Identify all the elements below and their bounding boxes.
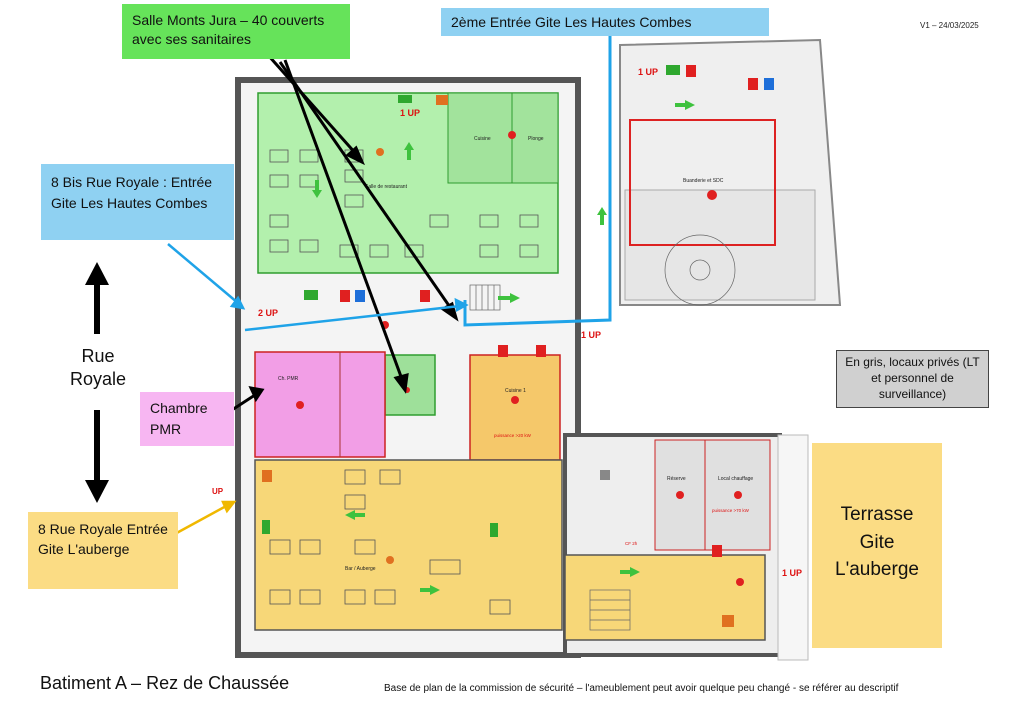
- room-salle-restaurant: Salle de restaurant: [365, 184, 408, 190]
- callout-entree-8bis: 8 Bis Rue Royale : Entrée Gite Les Haute…: [41, 164, 234, 240]
- version-label: V1 – 24/03/2025: [920, 21, 979, 30]
- zone-buanderie: [564, 554, 766, 641]
- up-label-mid-right: 1 UP: [581, 330, 601, 340]
- cf-label: CF 2h: [625, 541, 638, 546]
- room-ch-pmr: Ch. PMR: [278, 376, 299, 382]
- yellow-arrow: [172, 500, 237, 537]
- room-plonge: Plonge: [528, 136, 544, 142]
- callout-salle-monts-jura-text: Salle Monts Jura – 40 couverts avec ses …: [132, 12, 325, 47]
- label-rue-royale-text: Rue Royale: [69, 346, 127, 390]
- room-cuisine-top: Cuisine: [474, 136, 491, 142]
- up-label-main: 1 UP: [400, 108, 420, 118]
- safety-icons: [262, 65, 774, 627]
- zone-sanitaires: [384, 354, 436, 416]
- callout-salle-monts-jura: Salle Monts Jura – 40 couverts avec ses …: [122, 4, 350, 59]
- footer-note: Base de plan de la commission de sécurit…: [384, 683, 899, 694]
- up-label-2: 2 UP: [258, 308, 278, 318]
- up-label-top-right: 1 UP: [638, 67, 658, 77]
- room-puissance-1: puissance >20 kW: [494, 433, 532, 438]
- red-dots: [296, 131, 744, 586]
- callout-chambre-pmr: Chambre PMR: [140, 392, 234, 446]
- zone-chambre-pmr: [254, 351, 386, 458]
- up-label-left: UP: [212, 487, 224, 496]
- callout-terrasse: Terrasse Gite L'auberge: [812, 443, 942, 648]
- street-strip: [777, 434, 809, 661]
- zone-cuisine-1: [469, 354, 561, 461]
- label-rue-royale: Rue Royale: [66, 345, 130, 397]
- callout-chambre-pmr-text: Chambre PMR: [150, 400, 208, 437]
- page-title: Batiment A – Rez de Chaussée: [40, 673, 290, 693]
- callout-entree-8-text: 8 Rue Royale Entrée Gite L'auberge: [38, 521, 168, 558]
- callout-locaux-prives-text: En gris, locaux privés (LT et personnel …: [845, 355, 980, 402]
- blue-arrows: [167, 243, 469, 332]
- zone-bar-auberge: [254, 459, 563, 631]
- tables-yellow: [269, 469, 511, 615]
- zone-private-top: [629, 119, 776, 246]
- room-cuisine-1: Cuisine 1: [505, 388, 526, 394]
- rue-arrow: [85, 262, 109, 503]
- room-bar-auberge: Bar / Auberge: [345, 566, 376, 572]
- room-local-chauffage: Local chauffage: [718, 476, 753, 482]
- orange-dots: [376, 148, 394, 564]
- blue-entry-outline: [463, 28, 612, 327]
- room-puissance-2: puissance >70 kW: [712, 508, 750, 513]
- exit-arrows: [312, 100, 695, 595]
- room-reserve: Réserve: [667, 476, 686, 482]
- callout-locaux-prives: En gris, locaux privés (LT et personnel …: [836, 350, 989, 408]
- callout-gite-hautes-combes-2: 2ème Entrée Gite Les Hautes Combes: [441, 8, 769, 36]
- up-label-bottom-right: 1 UP: [782, 568, 802, 578]
- room-buanderie: Buanderie et SDC: [683, 178, 724, 184]
- callout-terrasse-text: Terrasse Gite L'auberge: [835, 504, 919, 581]
- callout-entree-8: 8 Rue Royale Entrée Gite L'auberge: [28, 512, 178, 589]
- callout-entree-8bis-text: 8 Bis Rue Royale : Entrée Gite Les Haute…: [51, 174, 213, 211]
- callout-gite-hautes-combes-2-text: 2ème Entrée Gite Les Hautes Combes: [451, 14, 692, 30]
- zone-cuisine-top: [447, 92, 559, 184]
